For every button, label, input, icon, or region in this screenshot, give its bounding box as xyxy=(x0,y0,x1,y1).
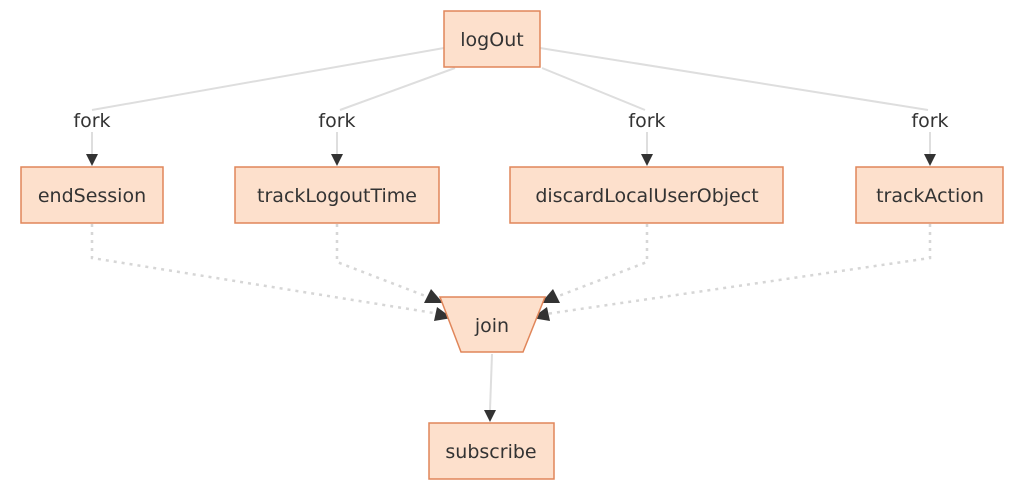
fork-arrowheads xyxy=(86,154,936,166)
edge-logout-to-discardlocaluserobject xyxy=(541,67,648,154)
arrowhead-join-from-tracklogouttime xyxy=(424,289,443,303)
node-box xyxy=(20,166,164,224)
edge-tracklogouttime-to-join xyxy=(335,224,429,299)
arrowhead-discardlocaluserobject xyxy=(641,154,653,166)
node-join: join xyxy=(438,296,547,353)
join-edges xyxy=(90,224,932,316)
node-box xyxy=(443,10,541,68)
arrowhead-trackaction xyxy=(924,154,936,166)
edge-trackaction-to-join xyxy=(545,224,932,316)
node-logout: logOut xyxy=(443,10,541,68)
node-label: subscribe xyxy=(445,441,536,463)
node-label: logOut xyxy=(460,29,523,51)
node-box xyxy=(855,166,1004,224)
edge-endsession-to-join xyxy=(90,224,441,316)
node-box xyxy=(509,166,784,224)
node-trapezoid xyxy=(438,296,547,353)
fork-labels: fork fork fork fork xyxy=(73,110,948,132)
arrowhead-tracklogouttime xyxy=(331,154,343,166)
node-box xyxy=(428,422,555,480)
node-label: trackLogoutTime xyxy=(257,185,417,207)
node-label: endSession xyxy=(38,185,146,207)
node-label: trackAction xyxy=(876,185,984,207)
edge-label-fork-4: fork xyxy=(911,110,948,132)
arrowhead-subscribe xyxy=(484,410,496,422)
arrowhead-endsession xyxy=(86,154,98,166)
node-label: discardLocalUserObject xyxy=(535,185,758,207)
edge-join-to-subscribe xyxy=(489,353,493,411)
node-subscribe: subscribe xyxy=(428,422,555,480)
node-tracklogouttime: trackLogoutTime xyxy=(234,166,440,224)
edge-logout-to-endsession xyxy=(91,47,445,154)
node-endsession: endSession xyxy=(20,166,164,224)
edge-logout-to-tracklogouttime xyxy=(336,67,456,154)
edge-discardlocaluserobject-to-join xyxy=(555,224,649,299)
node-label: join xyxy=(474,315,509,337)
edge-label-fork-2: fork xyxy=(318,110,355,132)
fork-edges xyxy=(91,47,931,154)
node-discardlocaluserobject: discardLocalUserObject xyxy=(509,166,784,224)
edge-label-fork-3: fork xyxy=(628,110,665,132)
node-box xyxy=(234,166,440,224)
edge-logout-to-trackaction xyxy=(539,47,931,154)
edge-label-fork-1: fork xyxy=(73,110,110,132)
arrowhead-join-from-discardlocaluserobject xyxy=(541,289,560,303)
node-trackaction: trackAction xyxy=(855,166,1004,224)
